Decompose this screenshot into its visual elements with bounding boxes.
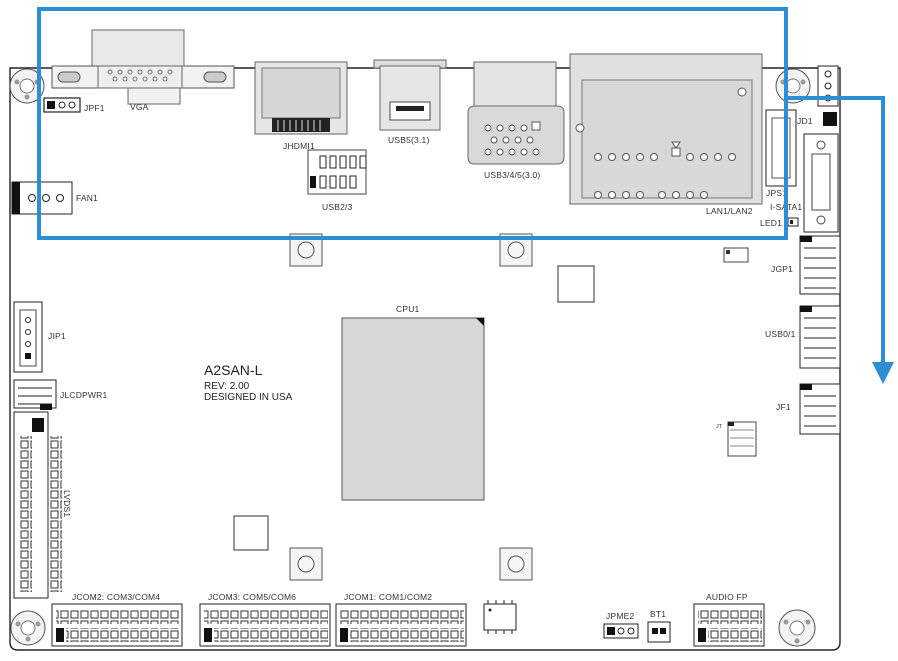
small-ic (483, 600, 517, 634)
lan-label: LAN1/LAN2 (706, 206, 753, 216)
usb345-label: USB3/4/5(3.0) (484, 170, 540, 180)
jpf1-label: JPF1 (84, 103, 105, 113)
fan1-header (11, 181, 73, 215)
vga-connector (51, 29, 235, 105)
usb23-header (307, 149, 367, 195)
usb345-connector (467, 61, 565, 165)
jpf1-jumper (43, 97, 81, 113)
isata1-connector (803, 133, 839, 233)
usb01-label: USB0/1 (765, 329, 796, 339)
jip1-header (13, 301, 43, 373)
jhdmi1-label: JHDMI1 (283, 141, 315, 151)
jcom3-label: JCOM3: COM5/COM6 (208, 592, 296, 602)
usb23-label: USB2/3 (322, 202, 353, 212)
board-designed: DESIGNED IN USA (204, 392, 293, 403)
jd1-label: JD1 (797, 116, 813, 126)
led1-indicator (787, 217, 799, 227)
cpu1-label: CPU1 (396, 304, 420, 314)
cpu-chip (341, 317, 485, 501)
mounting-hole (778, 609, 816, 647)
board-model: A2SAN-L (204, 362, 263, 378)
small-chip (723, 247, 749, 263)
bt1-header (647, 621, 671, 643)
vga-label: VGA (130, 102, 149, 112)
fan1-label: FAN1 (76, 193, 98, 203)
jgp1-label: JGP1 (771, 264, 793, 274)
hdmi-connector (254, 61, 348, 135)
jcom1-label: JCOM1: COM1/COM2 (344, 592, 432, 602)
standoff (289, 547, 323, 581)
bt1-label: BT1 (650, 609, 666, 619)
jt-block (727, 421, 757, 457)
jcom1-header (335, 603, 467, 647)
jf1-label: JF1 (776, 402, 791, 412)
mounting-hole (10, 610, 46, 646)
jip1-label: JIP1 (48, 331, 66, 341)
audio-fp-header (693, 603, 765, 647)
jcom2-header (51, 603, 183, 647)
square-pad (233, 515, 269, 551)
jf1-header (799, 383, 841, 435)
lan-connector (569, 53, 763, 205)
lvds1-label: LVDS1 (62, 490, 72, 517)
jcom3-header (199, 603, 331, 647)
jt-label: JT (716, 424, 723, 430)
jpme2-jumper (603, 623, 639, 639)
jpme2-label: JPME2 (606, 611, 634, 621)
usb5-label: USB5(3.1) (388, 135, 429, 145)
jps1-header (765, 109, 797, 187)
direction-arrow (788, 96, 894, 384)
led1-label: LED1 (760, 218, 782, 228)
lvds1-connector (13, 411, 62, 599)
highlight-box (37, 7, 788, 240)
jlcdpwr1-header (13, 379, 57, 410)
jgp1-header (799, 235, 841, 295)
standoff (499, 547, 533, 581)
square-pad (557, 265, 595, 303)
jps1-label: JPS1 (766, 188, 787, 198)
usb01-header (799, 305, 841, 369)
board-revision: REV: 2.00 (204, 381, 250, 392)
usb5-connector (373, 59, 447, 131)
jlcdpwr1-label: JLCDPWR1 (60, 390, 107, 400)
audio-fp-label: AUDIO FP (706, 592, 748, 602)
jcom2-label: JCOM2: COM3/COM4 (72, 592, 160, 602)
